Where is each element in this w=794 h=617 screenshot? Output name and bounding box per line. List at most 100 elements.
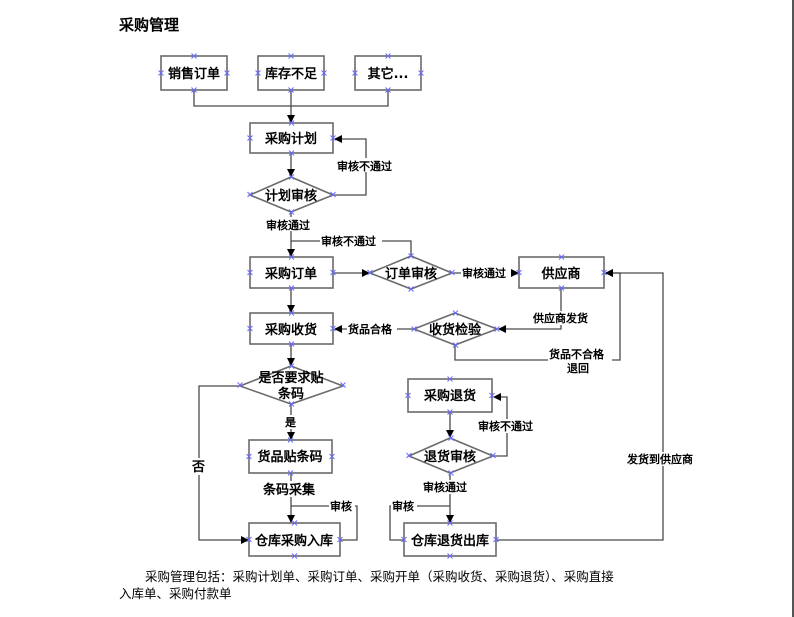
connection-point-marker <box>337 536 343 543</box>
connection-point-marker <box>288 363 295 369</box>
node-other[interactable]: 其它... <box>354 55 422 91</box>
connection-point-marker <box>405 392 411 399</box>
label-plan-review-reject: 审核不通过 <box>337 159 392 173</box>
node-stock-shortage[interactable]: 库存不足 <box>257 55 325 91</box>
connection-point-marker <box>494 326 500 332</box>
node-warehouse-return-out[interactable]: 仓库退货出库 <box>403 522 497 557</box>
description-line-2: 入库单、采购付款单 <box>119 586 232 601</box>
connection-point-marker <box>406 452 412 459</box>
connection-point-marker <box>367 269 373 276</box>
connection-point-marker <box>288 310 295 316</box>
connection-point-marker <box>330 325 336 332</box>
connection-point-marker <box>329 453 335 460</box>
connection-point-marker <box>158 70 164 76</box>
connection-point-marker <box>385 87 391 93</box>
node-purchase-order-label: 采购订单 <box>264 266 317 282</box>
node-receipt-inspection[interactable]: 收货检验 <box>411 312 500 346</box>
node-warehouse-purchase-in[interactable]: 仓库采购入库 <box>248 522 341 557</box>
connection-point-marker <box>516 269 522 276</box>
connection-point-marker <box>291 520 298 526</box>
connection-point-marker <box>340 382 346 388</box>
connection-point-marker <box>191 53 197 59</box>
connection-point-marker <box>321 70 327 76</box>
connection-point-marker <box>385 53 391 59</box>
node-plan-review[interactable]: 计划审核 <box>247 176 336 213</box>
connection-point-marker <box>287 437 294 443</box>
connection-point-marker <box>288 209 295 215</box>
nodes: 销售订单 库存不足 其它... 采购计划 计划审核 采购订单 订单审核 供 <box>160 55 605 557</box>
label-no: 否 <box>191 460 205 475</box>
node-order-review-label: 订单审核 <box>385 266 437 282</box>
node-supplier[interactable]: 供应商 <box>518 256 605 289</box>
connection-point-marker <box>288 401 295 407</box>
page-title: 采购管理 <box>119 16 180 34</box>
connection-point-marker <box>601 269 607 276</box>
label-yes: 是 <box>284 416 297 429</box>
connection-point-marker <box>330 135 336 141</box>
connection-point-marker <box>288 174 295 180</box>
connection-point-marker <box>452 342 459 348</box>
connection-point-marker <box>246 536 252 543</box>
label-goods-unqualified-1: 货品不合格 <box>548 347 605 361</box>
edge-out-review <box>389 505 450 541</box>
page-edge-rule <box>792 0 794 617</box>
connection-point-marker <box>447 409 453 415</box>
label-supplier-ship: 供应商发货 <box>532 311 588 325</box>
connection-point-marker <box>448 470 454 476</box>
edge-supplier-ship <box>498 288 562 333</box>
connection-point-marker <box>558 254 565 260</box>
label-goods-qualified: 货品合格 <box>347 322 393 336</box>
label-order-review-pass: 审核通过 <box>462 266 506 280</box>
label-ship-to-supplier: 发货到供应商 <box>626 452 693 466</box>
node-warehouse-purchase-in-label: 仓库采购入库 <box>254 533 333 549</box>
node-purchase-order[interactable]: 采购订单 <box>249 256 334 289</box>
description-text: 采购管理包括：采购计划单、采购订单、采购开单（采购收货、采购退货）、采购直接 入… <box>119 568 679 602</box>
connection-point-marker <box>288 150 295 156</box>
edge-labels: 审核不通过 审核通过 审核不通过 审核通过 供应商发货 货品合格 货品不合格 退… <box>191 158 700 513</box>
node-return-review[interactable]: 退货审核 <box>406 437 496 474</box>
connection-point-marker <box>352 70 358 76</box>
node-purchase-receipt[interactable]: 采购收货 <box>249 312 334 345</box>
connection-point-marker <box>246 453 252 460</box>
node-purchase-plan-label: 采购计划 <box>264 131 317 147</box>
node-barcode-required[interactable]: 是否要求贴 条码 <box>237 365 346 405</box>
label-return-review-reject: 审核不通过 <box>478 419 533 433</box>
connection-point-marker <box>291 553 298 559</box>
connection-point-marker <box>449 269 455 276</box>
connection-point-marker <box>288 285 295 291</box>
node-purchase-plan[interactable]: 采购计划 <box>249 122 334 154</box>
connection-point-marker <box>288 87 294 93</box>
node-apply-barcode-label: 货品贴条码 <box>257 449 322 465</box>
connection-point-marker <box>330 191 336 198</box>
connection-point-marker <box>418 70 424 76</box>
edge-ship-to-supplier <box>496 269 664 541</box>
node-purchase-return[interactable]: 采购退货 <box>407 378 493 413</box>
label-out-review: 审核 <box>392 499 414 513</box>
connection-point-marker <box>247 269 253 276</box>
description-line-1: 采购管理包括：采购计划单、采购订单、采购开单（采购收货、采购退货）、采购直接 <box>145 569 614 584</box>
connection-point-marker <box>247 191 253 198</box>
connection-point-marker <box>288 120 295 126</box>
connection-point-marker <box>288 254 295 260</box>
node-warehouse-return-out-label: 仓库退货出库 <box>410 533 489 549</box>
label-barcode-collect: 条码采集 <box>263 482 316 498</box>
connection-point-marker <box>493 536 499 543</box>
node-order-review[interactable]: 订单审核 <box>367 255 455 290</box>
label-return-review-pass: 审核通过 <box>423 480 467 494</box>
connection-point-marker <box>408 253 414 259</box>
connection-point-marker <box>224 70 230 76</box>
node-apply-barcode[interactable]: 货品贴条码 <box>248 439 333 474</box>
connection-point-marker <box>191 87 197 93</box>
node-supplier-label: 供应商 <box>540 266 580 282</box>
label-goods-unqualified-2: 退回 <box>567 361 589 375</box>
node-barcode-required-label-2: 条码 <box>278 386 304 402</box>
node-sales-order[interactable]: 销售订单 <box>160 55 228 91</box>
connection-point-marker <box>452 310 459 316</box>
node-purchase-receipt-label: 采购收货 <box>264 322 317 338</box>
connection-point-marker <box>401 536 407 543</box>
node-barcode-required-label-1: 是否要求贴 <box>257 370 323 386</box>
connection-points <box>158 53 607 559</box>
connection-point-marker <box>255 70 261 76</box>
connection-point-marker <box>287 470 294 476</box>
node-purchase-return-label: 采购退货 <box>423 388 476 404</box>
